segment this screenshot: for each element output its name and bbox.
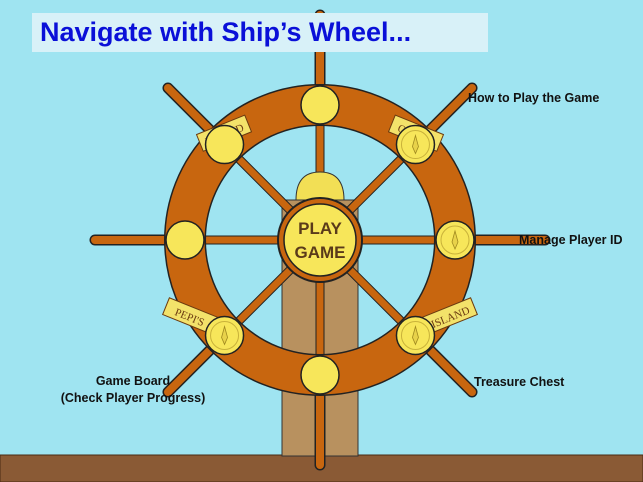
gold-coin-emblem <box>395 124 436 165</box>
game-board-link[interactable]: Game Board (Check Player Progress) <box>52 373 214 407</box>
page-title: Navigate with Ship’s Wheel... <box>32 13 488 52</box>
game-board-sublabel: (Check Player Progress) <box>60 391 206 405</box>
wheel-spokes <box>89 9 551 471</box>
play-game-button[interactable]: PLAY GAME <box>277 197 363 283</box>
gold-circle <box>165 220 205 260</box>
treasure-chest-link[interactable]: Treasure Chest <box>474 375 565 389</box>
play-label: PLAY <box>298 219 342 238</box>
gold-circle <box>300 85 340 125</box>
how-to-play-link[interactable]: How to Play the Game <box>468 91 600 105</box>
spoke-handle <box>162 265 295 398</box>
bell-icon <box>295 171 345 201</box>
spoke-handle <box>345 265 478 398</box>
gold-circle <box>204 124 245 165</box>
gold-coin-emblem <box>435 220 475 260</box>
spoke-handle <box>345 82 478 215</box>
manage-player-id-link[interactable]: Manage Player ID <box>519 233 623 247</box>
game-label: GAME <box>295 243 346 262</box>
rim-coins <box>165 85 475 395</box>
spoke-handle <box>162 82 295 215</box>
gold-coin-emblem <box>204 315 245 356</box>
game-board-label: Game Board <box>95 374 171 388</box>
gold-circle <box>300 355 340 395</box>
gold-coin-emblem <box>395 315 436 356</box>
